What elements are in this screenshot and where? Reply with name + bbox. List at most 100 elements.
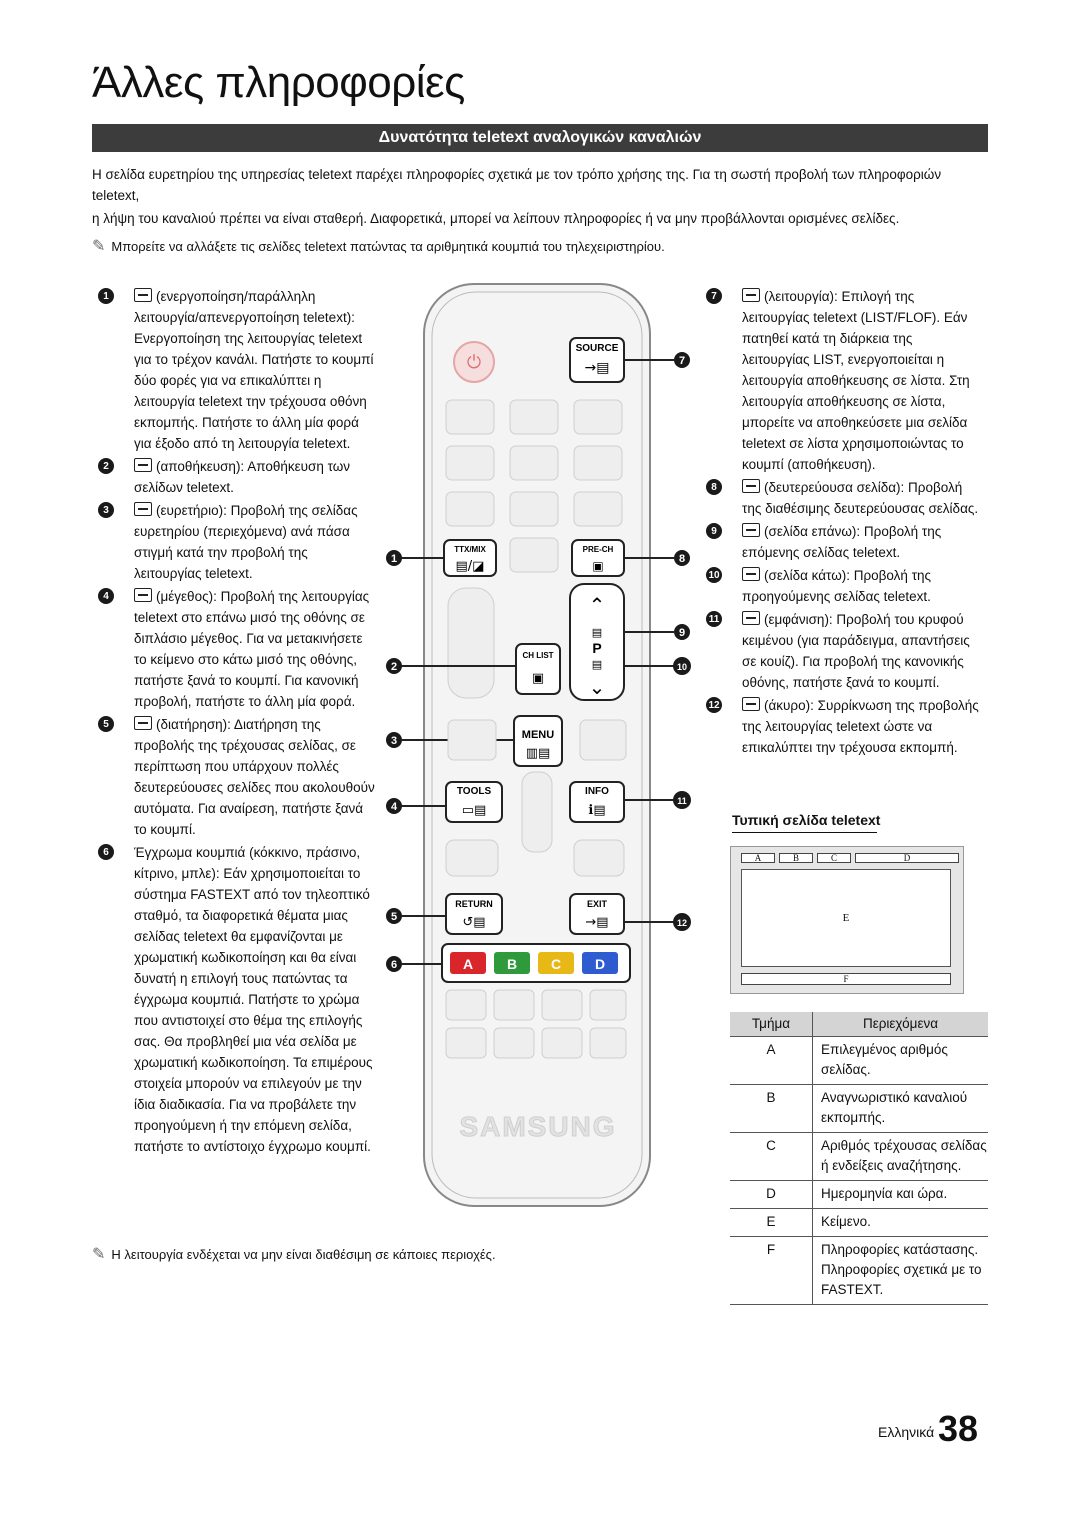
item-number: 10 [706,567,722,583]
cancel-icon: →▤ [585,915,608,930]
region-f: F [741,973,951,985]
region-c: C [817,853,851,863]
item-number: 1 [98,288,114,304]
directional-keys [445,839,625,877]
size-icon: ▭▤ [462,803,487,818]
section-heading: Δυνατότητα teletext αναλογικών καναλιών [92,124,988,152]
color-d-label: D [595,956,605,972]
info-button[interactable] [569,781,625,823]
row-key: F [730,1236,813,1305]
teletext-header-row: A B C D [741,853,959,863]
return-button[interactable] [445,893,503,935]
svg-text:3: 3 [391,735,397,747]
item-text: (ευρετήριο): Προβολή της σελίδας ευρετηρ… [134,503,358,581]
intro-paragraph-2: η λήψη του καναλιού πρέπει να είναι σταθ… [92,211,900,226]
list-item: 3(ευρετήριο): Προβολή της σελίδας ευρετη… [98,500,378,584]
ch-list-button[interactable] [515,643,561,695]
exit-button[interactable] [569,893,625,935]
index-icon [134,502,152,516]
remote-control: ⏻ SOURCE →▤ TTX/MIX ▤/◪ PRE-CH ▣ CH LIST… [386,283,691,1207]
page-down-icon [742,567,760,581]
info-label: INFO [585,786,609,797]
exit-label: EXIT [587,899,608,909]
intro-paragraph-1: Η σελίδα ευρετηρίου της υπηρεσίας telete… [92,167,942,203]
column-header-content: Περιεχόμενα [812,1012,988,1037]
note-bottom: ✎ Η λειτουργία ενδέχεται να μην είναι δι… [92,1244,496,1264]
list-item: 11(εμφάνιση): Προβολή του κρυφού κειμένο… [706,609,980,693]
left-column: 1 (ενεργοποίηση/παράλληλη λειτουργία/απεν… [98,286,378,1159]
ch-list-label: CH LIST [522,651,553,660]
tools-button[interactable] [445,781,503,823]
page-up-icon: ▤ [592,626,602,639]
svg-text:6: 6 [391,959,397,971]
item-text: (ενεργοποίηση/παράλληλη λειτουργία/απενε… [134,289,374,451]
list-item: 5 (διατήρηση): Διατήρηση της προβολής της… [98,714,378,840]
item-text: (λειτουργία): Επιλογή της λειτουργίας te… [742,289,970,472]
power-icon: ⏻ [467,352,481,373]
power-button[interactable] [453,341,495,383]
item-text: (σελίδα κάτω): Προβολή της προηγούμενης … [742,568,932,604]
svg-text:11: 11 [677,796,687,806]
svg-text:7: 7 [679,355,685,367]
media-button[interactable] [579,719,627,761]
row-key: C [730,1132,813,1181]
blue-d-button[interactable] [582,952,618,974]
color-b-label: B [507,956,517,972]
region-e: E [842,912,850,924]
item-number: 12 [706,697,722,713]
sub-page-icon [742,479,760,493]
page-title: Άλλες πληροφορίες [92,58,465,107]
list-item: 8(δευτερεύουσα σελίδα): Προβολή της διαθ… [706,477,980,519]
index-icon: ▥▤ [526,746,551,761]
teletext-on-mix-icon [134,288,152,302]
list-item: 4(μέγεθος): Προβολή της λειτουργίας tele… [98,586,378,712]
item-text: (διατήρηση): Διατήρηση της προβολής της … [134,717,375,837]
row-value: Επιλεγμένος αριθμός σελίδας. [812,1036,988,1085]
item-number: 9 [706,523,722,539]
source-mode-icon: →▤ [585,360,610,376]
chevron-up-icon: ⌃ [589,593,606,617]
return-label: RETURN [455,899,493,909]
row-key: E [730,1208,813,1237]
channel-rocker[interactable] [569,583,625,701]
store-icon [134,458,152,472]
item-text: (μέγεθος): Προβολή της λειτουργίας telet… [134,589,370,709]
store-icon: ▣ [532,671,544,686]
footer-language: Ελληνικά [878,1424,935,1440]
row-value: Αναγνωριστικό καναλιού εκπομπής. [812,1084,988,1133]
item-text: (σελίδα επάνω): Προβολή της επόμενης σελ… [742,524,942,560]
red-a-button[interactable] [450,952,486,974]
green-b-button[interactable] [494,952,530,974]
guide-button[interactable] [447,719,497,761]
volume-rocker[interactable] [447,587,495,699]
teletext-mix-icon: ▤/◪ [456,559,485,574]
tools-label: TOOLS [457,786,492,797]
right-column: 7 (λειτουργία): Επιλογή της λειτουργίας t… [706,286,980,760]
reveal-icon [742,611,760,625]
item-number: 5 [98,716,114,732]
number-keypad [445,399,623,573]
row-value: Πληροφορίες κατάστασης. Πληροφορίες σχετ… [812,1236,988,1305]
list-item: 9 (σελίδα επάνω): Προβολή της επόμενης σε… [706,521,980,563]
svg-text:1: 1 [391,553,397,565]
list-item: 1 (ενεργοποίηση/παράλληλη λειτουργία/απεν… [98,286,378,454]
yellow-c-button[interactable] [538,952,574,974]
item-number: 7 [706,288,722,304]
svg-text:5: 5 [391,911,397,923]
cancel-icon [742,697,760,711]
item-number: 8 [706,479,722,495]
nav-pad[interactable] [521,771,553,853]
page-number: 38 [938,1408,979,1449]
teletext-page-diagram: A B C D E F [730,846,964,994]
svg-text:9: 9 [679,627,685,639]
page-up-icon [742,523,760,537]
svg-text:2: 2 [391,661,397,673]
note-top-text: Μπορείτε να αλλάξετε τις σελίδες teletex… [111,238,665,254]
samsung-logo: SAMSUNG [459,1111,616,1142]
